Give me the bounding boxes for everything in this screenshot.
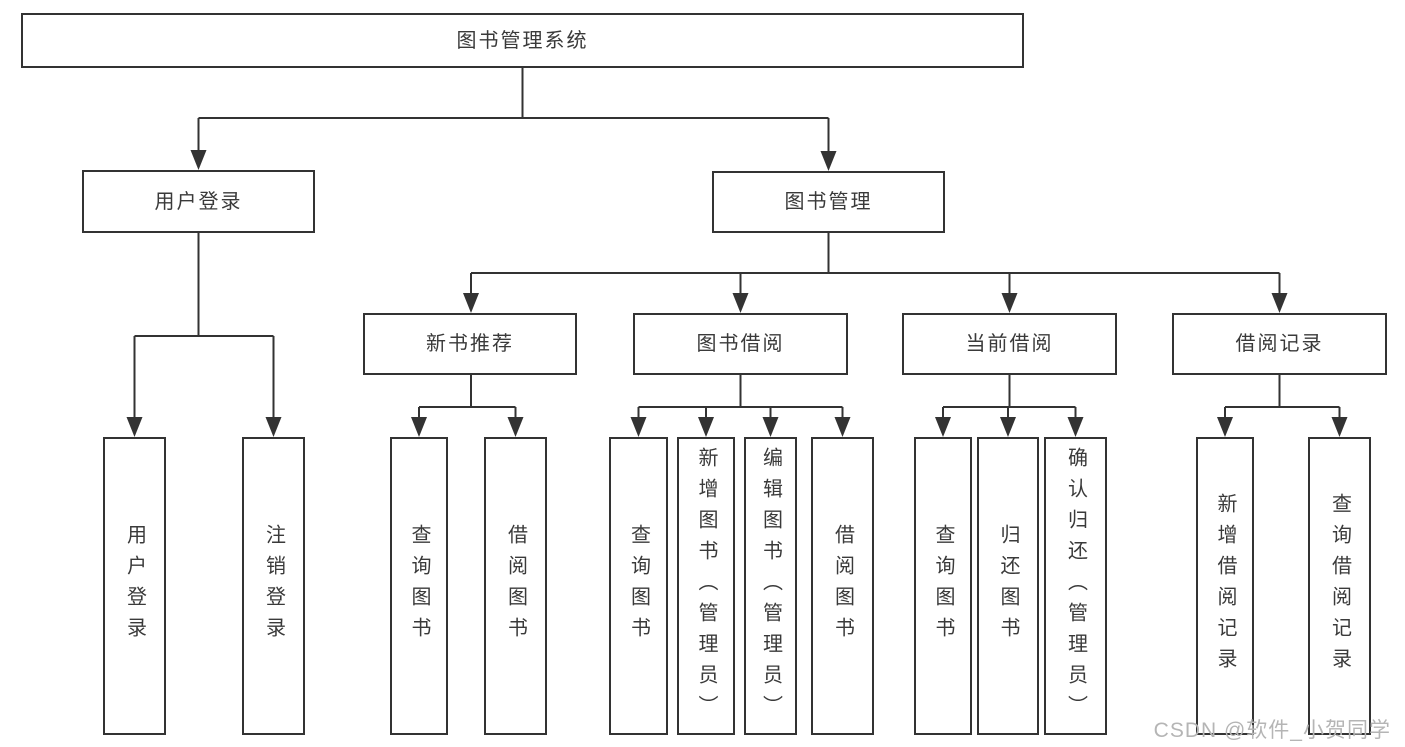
leaf-query-books-current: 查询图书 [914,437,972,735]
node-borrowing-records: 借阅记录 [1172,313,1387,375]
leaf-confirm-return-admin: 确认归还（管理员） [1044,437,1107,735]
leaf-edit-books-admin: 编辑图书（管理员） [744,437,797,735]
node-book-management: 图书管理 [712,171,945,233]
node-library-system-root: 图书管理系统 [21,13,1024,68]
leaf-return-books: 归还图书 [977,437,1039,735]
node-user-login: 用户登录 [82,170,315,233]
leaf-logout: 注销登录 [242,437,305,735]
leaf-borrow-books-recommend: 借阅图书 [484,437,547,735]
node-current-borrowing: 当前借阅 [902,313,1117,375]
csdn-watermark: CSDN @软件_小贺同学 [1153,719,1391,742]
leaf-add-borrow-record: 新增借阅记录 [1196,437,1254,735]
leaf-add-books-admin: 新增图书（管理员） [677,437,735,735]
leaf-query-books-recommend: 查询图书 [390,437,448,735]
leaf-borrow-books-borrowing: 借阅图书 [811,437,874,735]
leaf-user-login: 用户登录 [103,437,166,735]
leaf-query-books-borrowing: 查询图书 [609,437,668,735]
leaf-query-borrow-record: 查询借阅记录 [1308,437,1371,735]
node-new-book-recommendation: 新书推荐 [363,313,577,375]
node-book-borrowing: 图书借阅 [633,313,848,375]
